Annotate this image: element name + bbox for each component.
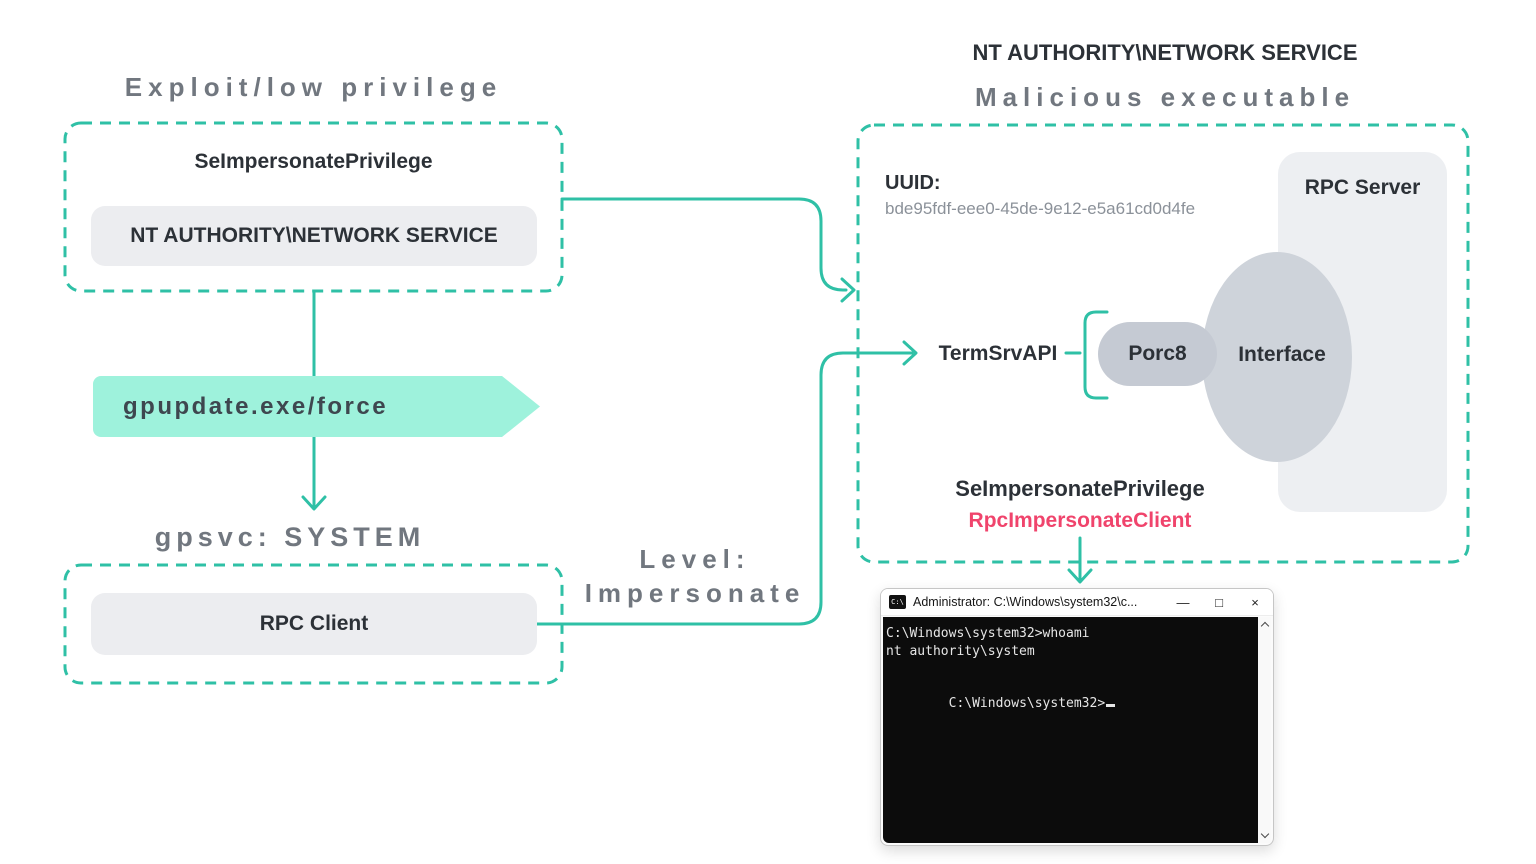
termsrvapi-label: TermSrvAPI <box>938 342 1058 365</box>
arrow-exploit-to-malicious <box>560 197 856 303</box>
network-service-title: NT AUTHORITY\NETWORK SERVICE <box>972 40 1358 65</box>
nt-authority-pill: NT AUTHORITY\NETWORK SERVICE <box>91 206 537 266</box>
arrow-rpcclient-to-termsrv <box>535 340 918 626</box>
interface-ellipse <box>1202 252 1352 462</box>
console-prompt: C:\Windows\system32> <box>948 696 1106 711</box>
scroll-down-icon[interactable] <box>1260 829 1269 839</box>
scroll-up-icon[interactable] <box>1260 621 1269 631</box>
rpc-server-label: RPC Server <box>1304 176 1421 199</box>
maximize-button[interactable]: □ <box>1215 594 1223 610</box>
console-line <box>886 660 1255 678</box>
rpcimpersonateclient-label: RpcImpersonateClient <box>968 509 1192 532</box>
arrow-to-terminal <box>1067 536 1093 584</box>
arrow-banner-to-gpsvc <box>301 435 327 511</box>
rpc-client-pill: RPC Client <box>91 593 537 655</box>
gpsvc-system-label: gpsvc: SYSTEM <box>154 522 426 552</box>
console-scrollbar[interactable] <box>1258 617 1271 843</box>
uuid-value: bde95fdf-eee0-45de-9e12-e5a61cd0d4fe <box>885 199 1196 218</box>
terminal-titlebar[interactable]: C:\ Administrator: C:\Windows\system32\c… <box>881 589 1273 616</box>
close-button[interactable]: × <box>1251 594 1259 610</box>
seimpersonate-label-right: SeImpersonatePrivilege <box>955 476 1205 501</box>
interface-label: Interface <box>1238 343 1326 366</box>
dashed-box-malicious <box>856 123 1470 564</box>
terminal-console[interactable]: C:\Windows\system32>whoami nt authority\… <box>883 617 1271 843</box>
malicious-executable-title: Malicious executable <box>974 82 1356 112</box>
console-line: C:\Windows\system32>whoami <box>886 626 1090 641</box>
gpupdate-banner: gpupdate.exe/force <box>93 376 540 437</box>
uuid-label: UUID: <box>885 172 941 194</box>
seimpersonate-label-left: SeImpersonatePrivilege <box>194 150 433 173</box>
level-impersonate-label: Level: Impersonate <box>545 542 845 610</box>
porc8-pill: Porc8 <box>1098 322 1217 386</box>
cmd-icon: C:\ <box>889 595 906 609</box>
level-line1: Level: <box>639 544 751 574</box>
console-line: C:\Windows\system32> <box>886 678 1255 711</box>
minimize-button[interactable]: — <box>1176 594 1190 610</box>
exploit-title: Exploit/low privilege <box>124 72 503 102</box>
console-line: nt authority\system <box>886 643 1035 659</box>
bracket-icon <box>1083 310 1109 400</box>
terminal-window: C:\ Administrator: C:\Windows\system32\c… <box>880 588 1274 846</box>
terminal-title: Administrator: C:\Windows\system32\c... <box>913 595 1138 609</box>
level-line2: Impersonate <box>584 578 806 608</box>
console-cursor <box>1106 704 1116 707</box>
